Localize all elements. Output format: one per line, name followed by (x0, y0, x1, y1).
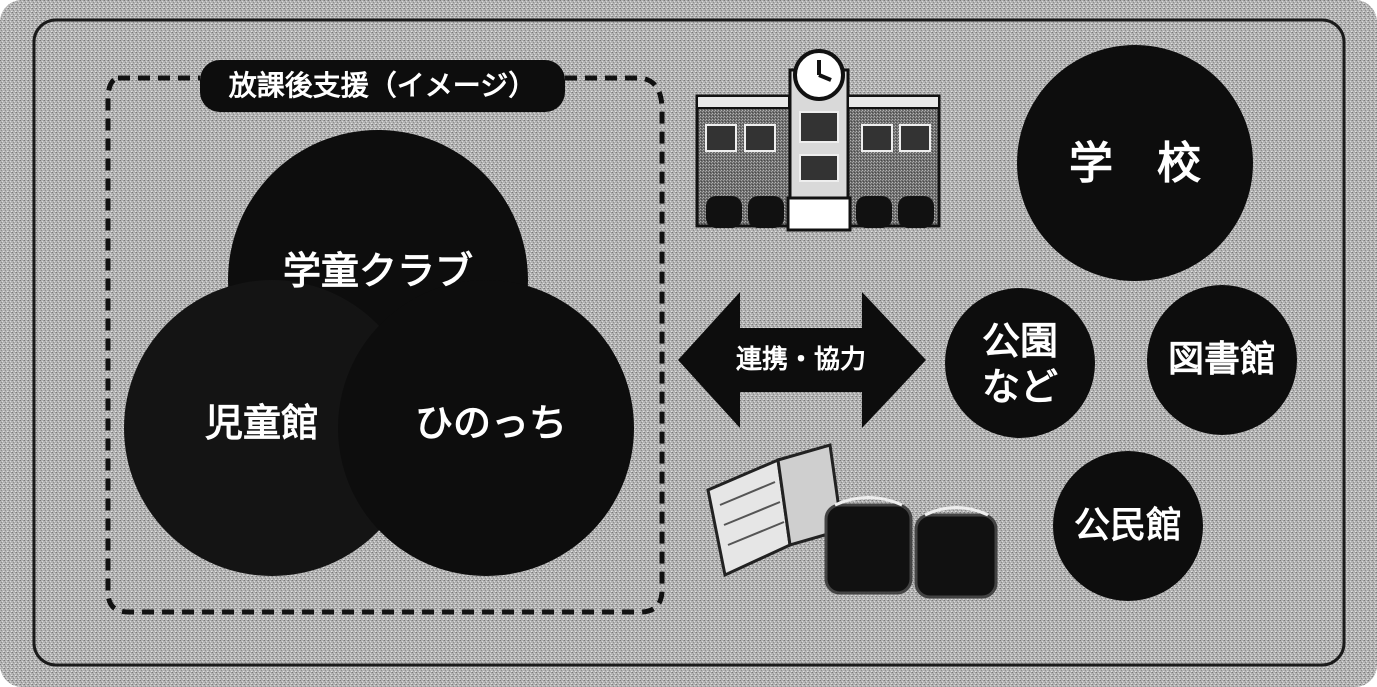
cooperation-arrow (678, 292, 926, 428)
label-gakudo-club: 学童クラブ (282, 249, 473, 293)
label-kominkan: 公民館 (1073, 505, 1182, 546)
label-hinocchi: ひのっち (414, 401, 567, 445)
circle-hinocchi (338, 280, 634, 576)
school-building-icon (695, 49, 941, 232)
circle-library (1147, 285, 1297, 435)
diagram-title: 放課後支援（イメージ） (228, 69, 537, 102)
circle-jidokan (124, 280, 420, 576)
title-pill (200, 60, 565, 112)
circle-kominkan (1053, 451, 1203, 601)
school-backpack-icon (824, 496, 998, 599)
label-library: 図書館 (1167, 339, 1276, 380)
circle-school (1017, 45, 1253, 281)
label-park: 公園 など (981, 319, 1058, 409)
label-school: 学 校 (1069, 138, 1201, 189)
label-cooperation: 連携・協力 (735, 345, 866, 375)
label-jidokan: 児童館 (204, 401, 319, 445)
group-dashed-border (105, 75, 665, 615)
circle-park (945, 288, 1095, 438)
